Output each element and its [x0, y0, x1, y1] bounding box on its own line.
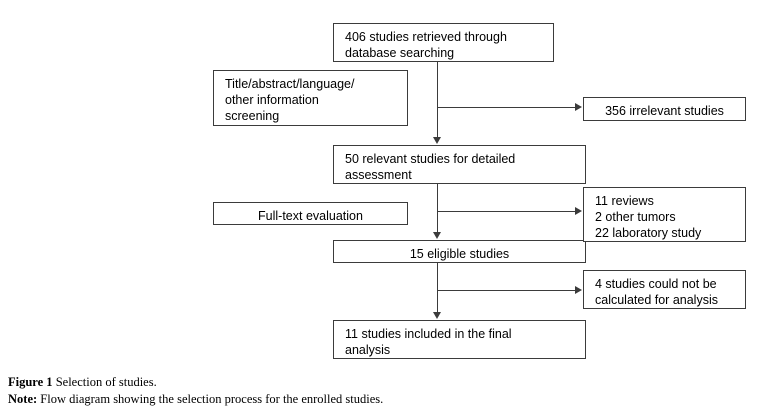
connector-retrieved-to-relevant: [437, 62, 438, 138]
arrowhead-down-eligible: [433, 232, 441, 239]
figure-number-label: Figure 1: [8, 375, 53, 389]
flow-diagram: 406 studies retrieved through database s…: [213, 23, 746, 359]
node-not-calculated: 4 studies could not be calculated for an…: [583, 270, 746, 309]
arrowhead-right-irrelevant: [575, 103, 582, 111]
node-eligible-studies: 15 eligible studies: [333, 240, 586, 263]
connector-retrieved-to-irrelevant: [437, 107, 576, 108]
node-studies-retrieved: 406 studies retrieved through database s…: [333, 23, 554, 62]
connector-eligible-to-notcalculated: [437, 290, 576, 291]
connector-relevant-to-eligible: [437, 184, 438, 232]
node-relevant-studies: 50 relevant studies for detailed assessm…: [333, 145, 586, 184]
arrowhead-right-notcalculated: [575, 286, 582, 294]
node-irrelevant-studies: 356 irrelevant studies: [583, 97, 746, 121]
figure-title-text: Selection of studies.: [52, 375, 157, 389]
node-final-analysis: 11 studies included in the final analysi…: [333, 320, 586, 359]
connector-relevant-to-reasons: [437, 211, 576, 212]
figure-note-line: Note: Flow diagram showing the selection…: [8, 391, 753, 408]
node-screening-criteria: Title/abstract/language/ other informati…: [213, 70, 408, 126]
connector-eligible-to-final: [437, 263, 438, 313]
node-full-text-evaluation: Full-text evaluation: [213, 202, 408, 225]
note-label: Note:: [8, 392, 38, 406]
arrowhead-down-relevant: [433, 137, 441, 144]
arrowhead-down-final: [433, 312, 441, 319]
figure-caption: Figure 1 Selection of studies. Note: Flo…: [8, 374, 753, 408]
note-text: Flow diagram showing the selection proce…: [37, 392, 384, 406]
arrowhead-right-reasons: [575, 207, 582, 215]
node-exclusion-reasons: 11 reviews 2 other tumors 22 laboratory …: [583, 187, 746, 242]
figure-caption-line: Figure 1 Selection of studies.: [8, 374, 753, 391]
